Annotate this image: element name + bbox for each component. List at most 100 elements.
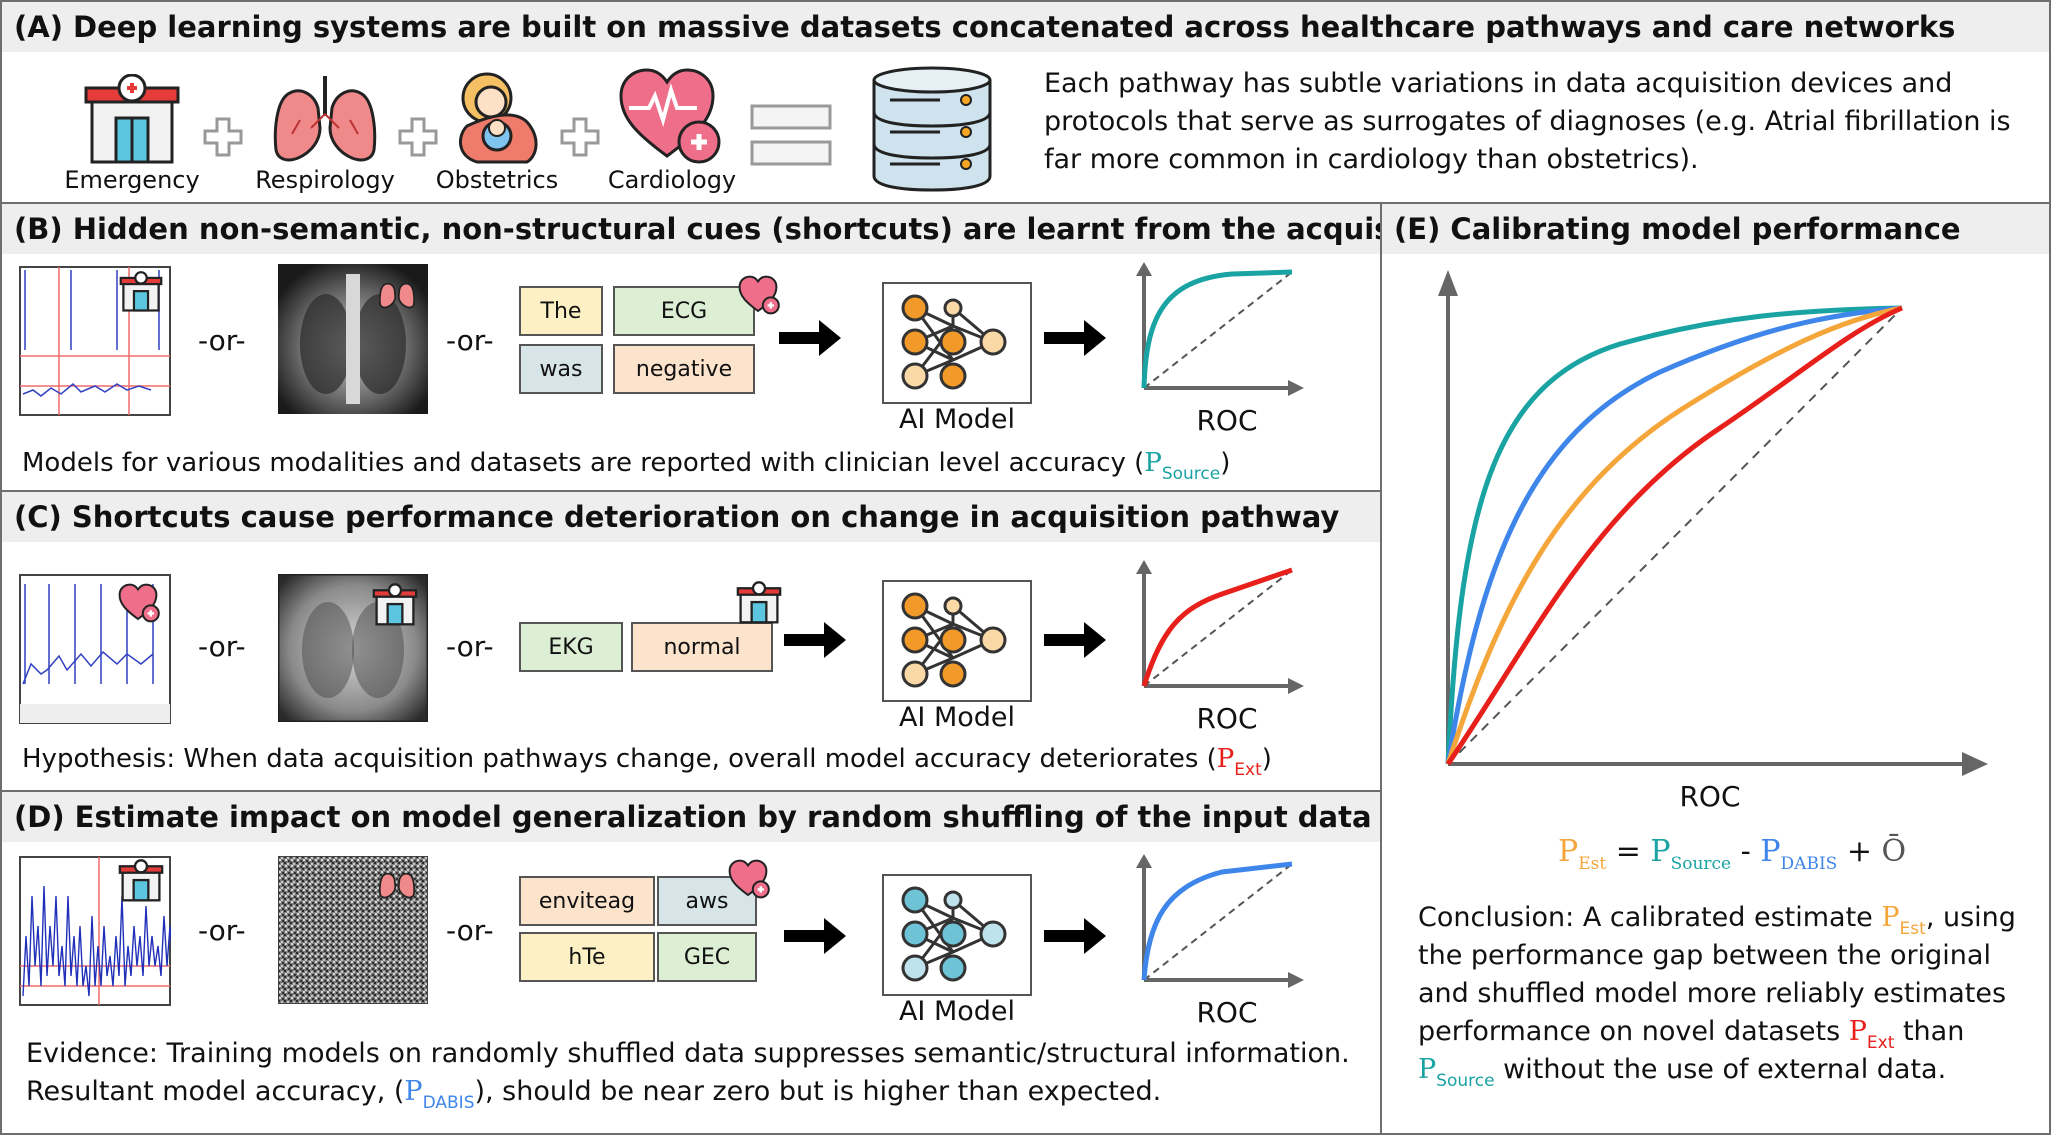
word-box-hte: hTe xyxy=(519,932,655,982)
neural-network-icon xyxy=(901,886,1007,982)
word-box-negative: negative xyxy=(613,344,755,394)
word-box-gec: GEC xyxy=(657,932,757,982)
note-paren: ) xyxy=(1220,448,1231,478)
right-arrow-icon xyxy=(1044,320,1106,356)
right-arrow-icon xyxy=(779,320,841,356)
roc-label: ROC xyxy=(1196,702,1258,735)
panel-b: (B) Hidden non-semantic, non-structural … xyxy=(0,202,1615,492)
curve-dabis xyxy=(1445,305,1903,765)
hospital-icon xyxy=(736,581,782,624)
p-ext-symbol: P xyxy=(1848,1016,1867,1047)
hospital-icon xyxy=(84,74,180,164)
lungs-icon xyxy=(378,282,416,309)
p-symbol: P xyxy=(1144,448,1162,478)
word-box-enviteag: enviteag xyxy=(519,876,655,926)
calibration-formula: PEst = PSource - PDABIS + Ō xyxy=(1558,834,1906,874)
hospital-icon xyxy=(118,859,164,902)
panel-d-note-line-2: Resultant model accuracy, (PDABIS), shou… xyxy=(26,1076,1161,1113)
panel-b-note-text: Models for various modalities and datase… xyxy=(22,448,1145,478)
or-label: -or- xyxy=(446,630,494,663)
panel-a-description-line-3: far more common in cardiology than obste… xyxy=(1044,144,1699,175)
heart-plus-icon xyxy=(118,583,160,623)
word-box-normal: normal xyxy=(631,622,773,672)
ai-model-label: AI Model xyxy=(898,996,1016,1027)
p-source-subscript: Source xyxy=(1670,854,1732,874)
neural-network-icon xyxy=(901,294,1007,390)
mother-baby-icon xyxy=(458,72,538,164)
hospital-icon xyxy=(119,271,163,312)
p-est-symbol: P xyxy=(1881,902,1900,933)
panel-c-title: (C) Shortcuts cause performance deterior… xyxy=(2,492,1380,542)
right-arrow-icon xyxy=(1044,918,1106,954)
p-symbol: P xyxy=(404,1076,423,1107)
p-source-symbol: P xyxy=(1418,1054,1437,1085)
note-text: ), should be near zero but is higher tha… xyxy=(474,1076,1162,1107)
p-est-subscript: Est xyxy=(1899,919,1926,939)
word-box-was: was xyxy=(519,344,603,394)
panel-a-description-line-2: protocols that serve as surrogates of di… xyxy=(1044,106,2011,137)
minus-sign: - xyxy=(1740,834,1751,869)
panel-a-title: (A) Deep learning systems are built on m… xyxy=(2,2,2049,52)
plus-icon xyxy=(560,117,600,157)
right-arrow-icon xyxy=(784,918,846,954)
roc-label: ROC xyxy=(1196,996,1258,1029)
heart-plus-icon xyxy=(728,859,770,899)
conclusion-line-5: PSource without the use of external data… xyxy=(1418,1054,1946,1091)
right-arrow-icon xyxy=(1044,622,1106,658)
conclusion-line-1: Conclusion: A calibrated estimate PEst, … xyxy=(1418,902,2016,939)
note-paren: ) xyxy=(1261,744,1272,774)
heart-plus-icon xyxy=(738,275,780,315)
conclusion-line-3: and shuffled model more reliably estimat… xyxy=(1418,978,2007,1009)
or-label: -or- xyxy=(446,324,494,357)
plus-icon xyxy=(398,117,438,157)
lungs-icon xyxy=(378,872,416,899)
p-ext-subscript: Ext xyxy=(1866,1033,1895,1053)
pathway-label-emergency: Emergency xyxy=(64,166,200,194)
roc-mini-chart xyxy=(1136,854,1304,988)
note-text: Resultant model accuracy, ( xyxy=(26,1076,405,1107)
panel-c: (C) Shortcuts cause performance deterior… xyxy=(0,490,1382,792)
panel-c-note: Hypothesis: When data acquisition pathwa… xyxy=(22,744,1272,780)
word-box-the: The xyxy=(519,286,603,336)
or-label: -or- xyxy=(198,630,246,663)
p-est-subscript: Est xyxy=(1578,854,1607,874)
panel-d-note-line-1: Evidence: Training models on randomly sh… xyxy=(26,1038,1350,1069)
word-box-ecg: ECG xyxy=(613,286,755,336)
lungs-icon xyxy=(273,76,377,162)
panel-b-title: (B) Hidden non-semantic, non-structural … xyxy=(2,204,1615,254)
conclusion-text: performance on novel datasets xyxy=(1418,1016,1849,1047)
roc-calibration-chart xyxy=(1438,270,1988,776)
o-bar-term: Ō xyxy=(1881,834,1907,869)
conclusion-line-4: performance on novel datasets PExt than xyxy=(1418,1016,1964,1053)
pathway-label-cardiology: Cardiology xyxy=(607,166,737,194)
heart-plus-icon xyxy=(619,68,721,164)
pathway-label-respirology: Respirology xyxy=(255,166,395,194)
conclusion-line-2: the performance gap between the original xyxy=(1418,940,1991,971)
panel-e-title: (E) Calibrating model performance xyxy=(1382,204,2049,254)
equals-sign: = xyxy=(1615,834,1641,869)
or-label: -or- xyxy=(446,914,494,947)
database-icon xyxy=(872,66,992,192)
conclusion-text: Conclusion: A calibrated estimate xyxy=(1418,902,1882,933)
p-subscript-ext: Ext xyxy=(1234,760,1262,780)
panel-a-description-line-1: Each pathway has subtle variations in da… xyxy=(1044,68,1953,99)
roc-mini-chart xyxy=(1136,262,1304,396)
curve-est xyxy=(1445,305,1903,765)
or-label: -or- xyxy=(198,914,246,947)
ai-model-label: AI Model xyxy=(898,702,1016,733)
p-est-symbol: P xyxy=(1558,834,1579,869)
panel-c-note-text: Hypothesis: When data acquisition pathwa… xyxy=(22,744,1217,774)
pathway-label-obstetrics: Obstetrics xyxy=(435,166,559,194)
plus-icon xyxy=(203,117,243,157)
plus-sign: + xyxy=(1846,834,1872,869)
curve-source xyxy=(1445,305,1903,765)
p-dabis-subscript: DABIS xyxy=(1780,854,1838,874)
p-subscript-dabis: DABIS xyxy=(422,1093,475,1113)
conclusion-text: , using xyxy=(1925,902,2016,933)
p-source-subscript: Source xyxy=(1436,1071,1495,1091)
ai-model-label: AI Model xyxy=(898,404,1016,435)
p-source-symbol: P xyxy=(1650,834,1671,869)
p-symbol: P xyxy=(1216,744,1235,774)
conclusion-text: without the use of external data. xyxy=(1494,1054,1947,1085)
panel-a: (A) Deep learning systems are built on m… xyxy=(0,0,2051,204)
